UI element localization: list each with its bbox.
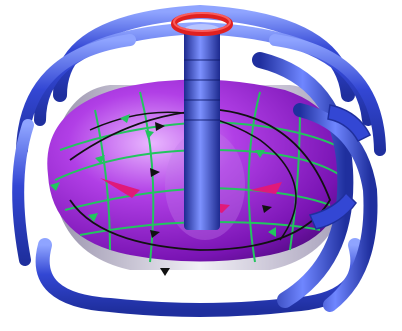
central-solenoid-icon xyxy=(184,24,220,230)
